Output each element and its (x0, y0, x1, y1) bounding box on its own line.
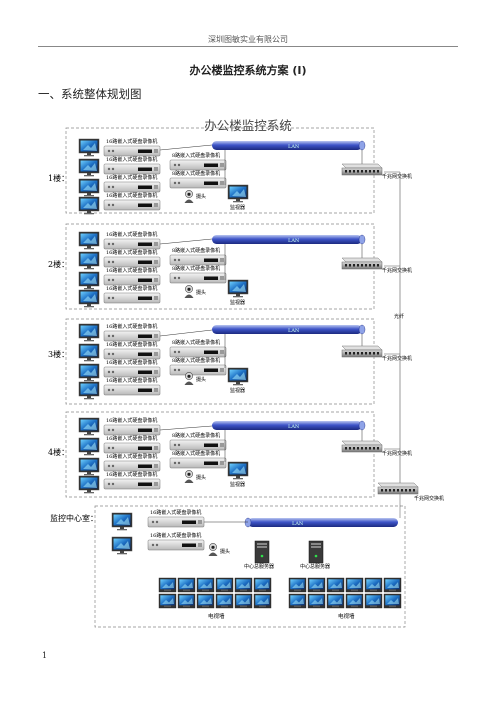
diagram-label: LAN (288, 144, 300, 150)
diagram-title: 办公楼监控系统 (204, 118, 292, 133)
diagram-label: 摄头 (196, 193, 206, 200)
control-center-label: 监控中心室： (50, 513, 98, 523)
diagram-label: 8路嵌入式硬盘录像机 (172, 432, 220, 439)
diagram-label: 16路嵌入式硬盘录像机 (106, 417, 157, 424)
core-switch-label: 千兆网交换机 (414, 495, 444, 502)
floor-4-group: 4楼： 16路嵌入式硬盘录像机 16路嵌入式硬盘录像机 16路嵌入式硬盘录像机 … (48, 411, 412, 498)
diagram-label: LAN (288, 238, 300, 244)
diagram-label: 8路嵌入式硬盘录像机 (172, 357, 220, 364)
diagram-label: 16路嵌入式硬盘录像机 (106, 192, 157, 199)
diagram-label: 监视器 (230, 481, 245, 488)
diagram-label: 摄头 (196, 376, 206, 383)
floor-3-group: 3楼： 16路嵌入式硬盘录像机 16路嵌入式硬盘录像机 16路嵌入式硬盘录像机 … (48, 318, 412, 405)
diagram-label: 16路嵌入式硬盘录像机 (150, 532, 201, 539)
page-header: 深圳图敏实业有限公司 (208, 35, 288, 44)
diagram-label: 16路嵌入式硬盘录像机 (106, 359, 157, 366)
diagram-label: 16路嵌入式硬盘录像机 (106, 377, 157, 384)
diagram-label: 千兆网交换机 (382, 267, 412, 274)
diagram-label: 16路嵌入式硬盘录像机 (106, 323, 157, 330)
diagram-label: 监视器 (230, 299, 245, 306)
tv-wall-left-label: 电视墙 (208, 612, 225, 620)
diagram-label: 8路嵌入式硬盘录像机 (172, 450, 220, 457)
diagram-label: 16路嵌入式硬盘录像机 (106, 267, 157, 274)
floor-1-label: 1楼： (48, 173, 69, 183)
diagram-label: 千兆网交换机 (382, 173, 412, 180)
diagram-label: 监视器 (230, 204, 245, 211)
floor-3-label: 3楼： (48, 349, 69, 359)
diagram-label: 摄头 (220, 548, 230, 555)
diagram-label: 16路嵌入式硬盘录像机 (106, 285, 157, 292)
floor-2-group: 2楼： 16路嵌入式硬盘录像机 16路嵌入式硬盘录像机 16路嵌入式硬盘录像机 … (48, 223, 412, 310)
tv-wall-left (158, 577, 272, 609)
floor-2-label: 2楼： (48, 259, 69, 269)
diagram-label: 16路嵌入式硬盘录像机 (150, 509, 201, 516)
diagram-label: 8路嵌入式硬盘录像机 (172, 247, 220, 254)
diagram-label: 千兆网交换机 (382, 450, 412, 457)
diagram-label: 8路嵌入式硬盘录像机 (172, 339, 220, 346)
section-heading: 一、系统整体规划图 (38, 87, 142, 101)
floor-4-label: 4楼： (48, 447, 69, 457)
diagram-label: 16路嵌入式硬盘录像机 (106, 231, 157, 238)
fiber-trunk: 光纤 千兆网交换机 (377, 171, 444, 502)
diagram-label: 8路嵌入式硬盘录像机 (172, 152, 220, 159)
control-center-group: 监控中心室： 16路嵌入式硬盘录像机 16路嵌入式硬盘录像机 LAN 摄头 中心… (50, 494, 406, 628)
diagram-label: 8路嵌入式硬盘录像机 (172, 265, 220, 272)
diagram-label: 千兆网交换机 (382, 355, 412, 362)
diagram-label: 16路嵌入式硬盘录像机 (106, 249, 157, 256)
header-rule (38, 46, 458, 47)
diagram-label: 摄头 (196, 289, 206, 296)
diagram-label: 摄头 (196, 474, 206, 481)
diagram-label: 16路嵌入式硬盘录像机 (106, 156, 157, 163)
page-number: 1 (42, 651, 48, 660)
diagram-label: LAN (288, 328, 300, 334)
diagram-label: 16路嵌入式硬盘录像机 (106, 453, 157, 460)
diagram-label: 16路嵌入式硬盘录像机 (106, 471, 157, 478)
fiber-label: 光纤 (394, 313, 404, 320)
tv-wall-right (288, 577, 402, 609)
document-title: 办公楼监控系统方案 (Ⅰ) (189, 64, 307, 77)
diagram-label: LAN (292, 521, 304, 527)
floor-1-group: 1楼： 16路嵌入式硬盘录像机 16路嵌入式硬盘录像机 16路嵌入式硬盘录像机 … (48, 127, 412, 215)
server-left-label: 中心总服务器 (244, 563, 274, 570)
tv-wall-right-label: 电视墙 (338, 612, 355, 620)
diagram-label: 16路嵌入式硬盘录像机 (106, 138, 157, 145)
diagram-label: 8路嵌入式硬盘录像机 (172, 170, 220, 177)
diagram-label: 监视器 (230, 387, 245, 394)
diagram-label: LAN (288, 424, 300, 430)
server-right-label: 中心总服务器 (300, 563, 330, 570)
diagram-label: 16路嵌入式硬盘录像机 (106, 174, 157, 181)
diagram-label: 16路嵌入式硬盘录像机 (106, 341, 157, 348)
diagram-label: 16路嵌入式硬盘录像机 (106, 435, 157, 442)
